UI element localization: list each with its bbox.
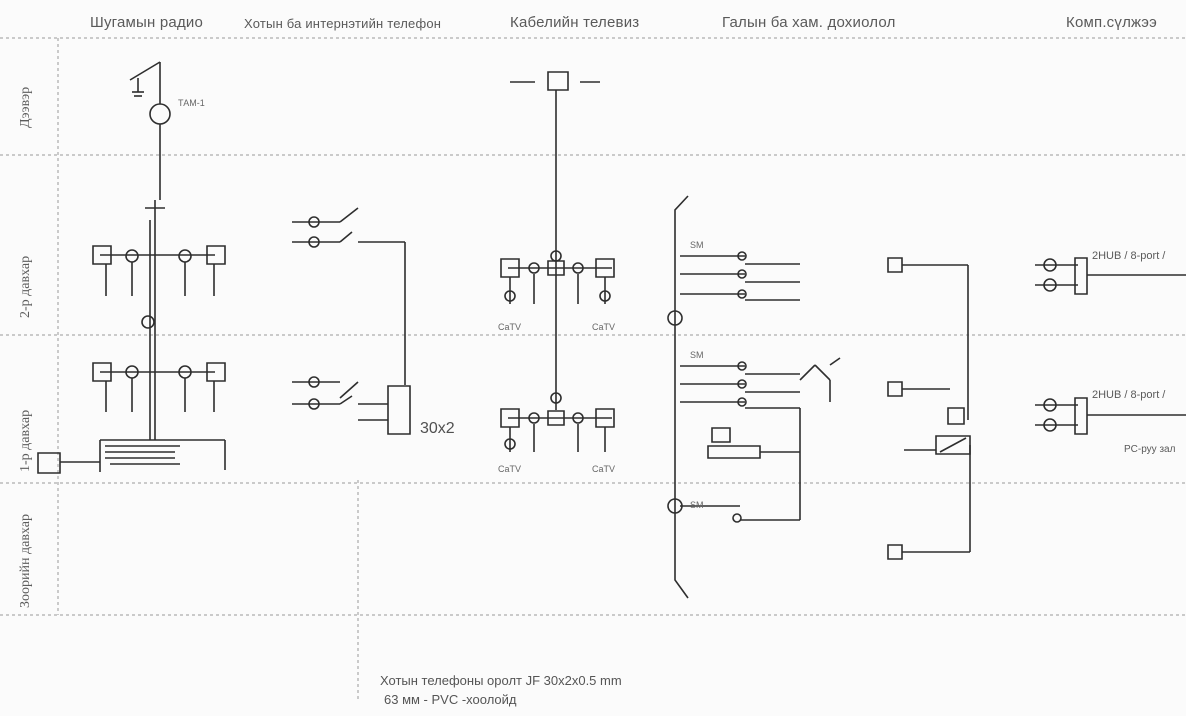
footer-line-1: Хотын телефоны оролт JF 30x2x0.5 mm	[380, 673, 622, 688]
column-header-fire-alarm: Галын ба хам. дохиолол	[722, 14, 896, 31]
column-header-computer: Комп.сүлжээ	[1066, 14, 1157, 31]
footer-line-2: 63 мм - PVC -хоолойд	[384, 692, 517, 707]
computer-network	[1035, 258, 1186, 434]
security-network	[888, 258, 970, 559]
column-header-radio: Шугамын радио	[90, 14, 204, 31]
column-header-telephone: Хотын ба интернэтийн телефон	[244, 16, 442, 31]
hub-label-top: 2HUB / 8-port /	[1092, 250, 1166, 262]
fire-alarm-network	[668, 196, 840, 598]
catv-label-2f-left: CaTV	[498, 322, 522, 332]
catv-label-1f-right: CaTV	[592, 464, 616, 474]
column-header-cable-tv: Кабелийн телевиз	[510, 14, 640, 31]
catv-label-1f-left: CaTV	[498, 464, 522, 474]
radio-network	[38, 62, 225, 473]
sm-label-1f: SM	[690, 350, 704, 360]
cable-tv-network	[501, 72, 614, 452]
hub-label-bottom: 2HUB / 8-port /	[1092, 389, 1166, 401]
trunk-label: 30x2	[420, 420, 455, 437]
antenna-label: ТАМ-1	[178, 98, 205, 108]
pc-label: PC-руу зал	[1124, 444, 1176, 455]
catv-label-2f-right: CaTV	[592, 322, 616, 332]
sm-label-2f: SM	[690, 240, 704, 250]
telephone-network	[292, 208, 410, 434]
sm-label-basement: SM	[690, 500, 704, 510]
